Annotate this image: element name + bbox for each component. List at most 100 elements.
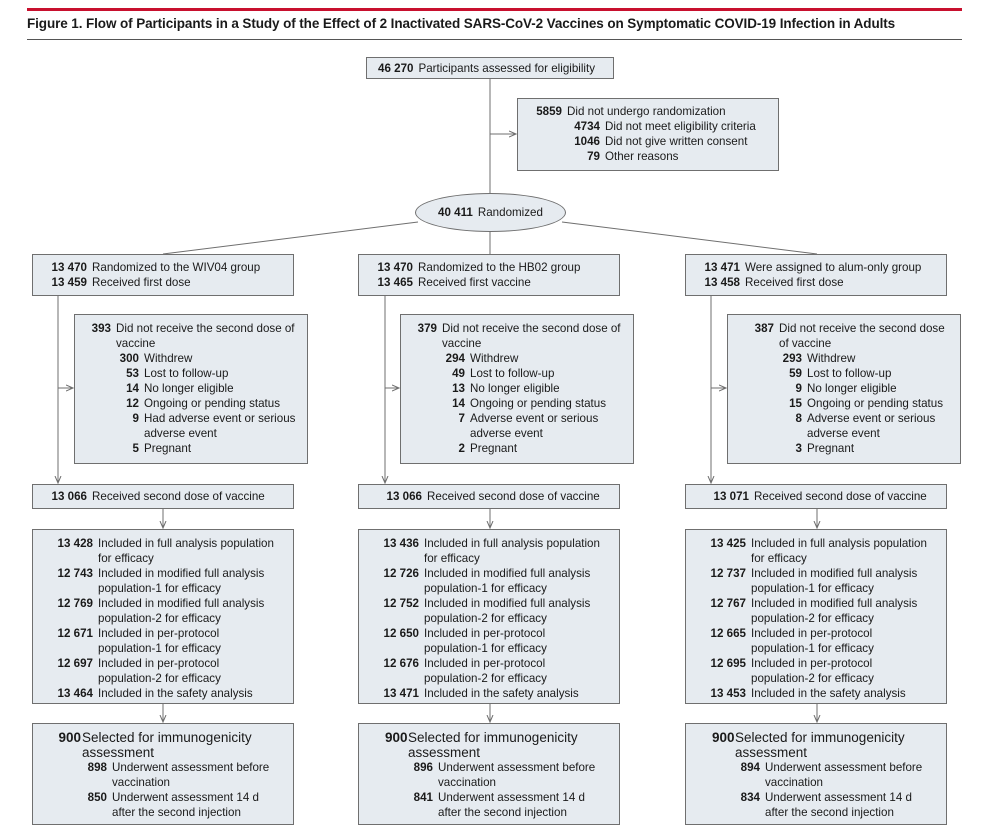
missed-reason-count: 15 (789, 397, 802, 410)
second-dose-label: Received second dose of vaccine (92, 490, 265, 503)
analysis-label: Included in the safety analysis (424, 687, 579, 700)
excluded-reason-label: Did not give written consent (605, 135, 748, 148)
missed-reason-count: 2 (458, 442, 465, 455)
immunogenicity-label: Selected for immunogenicity assessment (408, 730, 578, 760)
second-dose-count: 13 066 (386, 490, 422, 503)
missed-reason-count: 53 (126, 367, 139, 380)
missed-reason-label: No longer eligible (807, 382, 897, 395)
analysis-label: Included in modified full analysis popul… (424, 597, 591, 625)
missed-reason-count: 9 (795, 382, 802, 395)
excluded-label: Did not undergo randomization (567, 105, 726, 118)
excluded-reason-count: 79 (587, 150, 600, 163)
second-dose-label: Received second dose of vaccine (427, 490, 600, 503)
missed-reason-count: 7 (458, 412, 465, 425)
excluded-reason-count: 4734 (574, 120, 600, 133)
analysis-count: 12 767 (710, 597, 746, 610)
missed-reason-label: Ongoing or pending status (144, 397, 281, 410)
immunogenicity-sub-count: 894 (740, 761, 760, 774)
analysis-count: 12 665 (710, 627, 746, 640)
missed-reason-label: Pregnant (807, 442, 855, 455)
assessed-count: 46 270 (378, 62, 414, 75)
second-dose-label: Received second dose of vaccine (754, 490, 927, 503)
analysis-count: 13 436 (383, 537, 419, 550)
title-divider (27, 39, 962, 40)
analysis-count: 13 464 (57, 687, 93, 700)
missed-count: 387 (754, 322, 774, 335)
immunogenicity-sub-label: Underwent assessment before vaccination (765, 761, 923, 789)
missed-reason-label: Pregnant (470, 442, 518, 455)
analysis-count: 12 695 (710, 657, 746, 670)
first-dose-count: 13 459 (51, 276, 87, 289)
analysis-label: Included in modified full analysis popul… (98, 597, 265, 625)
analysis-label: Included in full analysis population for… (98, 537, 274, 565)
immunogenicity-sub-count: 841 (413, 791, 433, 804)
missed-reason-label: Ongoing or pending status (807, 397, 944, 410)
analysis-label: Included in per-protocol population-2 fo… (751, 657, 874, 685)
title-accent-bar (27, 8, 962, 11)
immunogenicity-sub-label: Underwent assessment 14 d after the seco… (438, 791, 585, 819)
missed-count: 379 (417, 322, 437, 335)
missed-reason-count: 12 (126, 397, 139, 410)
analysis-count: 12 752 (383, 597, 419, 610)
immunogenicity-count: 900 (385, 730, 408, 745)
excluded-reason-count: 1046 (574, 135, 600, 148)
missed-reason-count: 59 (789, 367, 802, 380)
missed-reason-label: Withdrew (144, 352, 193, 365)
randomized-oval: 40 411 Randomized (415, 193, 566, 232)
immunogenicity-sub-count: 898 (87, 761, 107, 774)
analysis-count: 12 769 (57, 597, 93, 610)
missed-reason-count: 8 (795, 412, 802, 425)
allocation-label: Randomized to the WIV04 group (92, 261, 261, 274)
missed-reason-count: 14 (126, 382, 139, 395)
analysis-count: 12 737 (710, 567, 746, 580)
missed-reason-count: 9 (132, 412, 139, 425)
missed-second-dose-box-alum: 387 Did not receive the second dose of va… (727, 314, 961, 464)
missed-reason-count: 14 (452, 397, 465, 410)
analysis-label: Included in modified full analysis popul… (751, 597, 918, 625)
second-dose-box-hb02: 13 066 Received second dose of vaccine (358, 484, 620, 509)
missed-reason-label: Lost to follow-up (470, 367, 555, 380)
missed-reason-count: 13 (452, 382, 465, 395)
allocation-count: 13 470 (51, 261, 87, 274)
missed-reason-label: Withdrew (807, 352, 856, 365)
immunogenicity-label: Selected for immunogenicity assessment (82, 730, 252, 760)
immunogenicity-sub-count: 834 (740, 791, 760, 804)
missed-reason-count: 49 (452, 367, 465, 380)
allocation-label: Were assigned to alum-only group (745, 261, 922, 274)
allocation-count: 13 470 (377, 261, 413, 274)
first-dose-label: Received first dose (745, 276, 844, 289)
immunogenicity-sub-label: Underwent assessment 14 d after the seco… (765, 791, 912, 819)
missed-reason-label: Ongoing or pending status (470, 397, 607, 410)
immunogenicity-count: 900 (712, 730, 735, 745)
analysis-count: 13 425 (710, 537, 746, 550)
first-dose-label: Received first vaccine (418, 276, 531, 289)
immunogenicity-sub-count: 850 (87, 791, 107, 804)
analysis-count: 12 671 (57, 627, 93, 640)
analysis-label: Included in the safety analysis (751, 687, 906, 700)
immunogenicity-count: 900 (58, 730, 81, 745)
allocation-label: Randomized to the HB02 group (418, 261, 581, 274)
analysis-box-hb02: 13 436 Included in full analysis populati… (358, 529, 620, 704)
missed-reason-label: Had adverse event or serious adverse eve… (144, 412, 296, 440)
missed-reason-count: 293 (782, 352, 802, 365)
first-dose-label: Received first dose (92, 276, 191, 289)
missed-reason-label: Withdrew (470, 352, 519, 365)
analysis-label: Included in full analysis population for… (424, 537, 600, 565)
missed-reason-label: Pregnant (144, 442, 192, 455)
missed-reason-label: Lost to follow-up (144, 367, 229, 380)
analysis-label: Included in modified full analysis popul… (98, 567, 265, 595)
analysis-label: Included in modified full analysis popul… (751, 567, 918, 595)
immunogenicity-sub-label: Underwent assessment 14 d after the seco… (112, 791, 259, 819)
missed-label: Did not receive the second dose of vacci… (779, 322, 945, 350)
missed-reason-label: No longer eligible (144, 382, 234, 395)
missed-reason-label: Adverse event or serious adverse event (807, 412, 936, 440)
immunogenicity-sub-label: Underwent assessment before vaccination (438, 761, 596, 789)
immunogenicity-sub-count: 896 (413, 761, 433, 774)
